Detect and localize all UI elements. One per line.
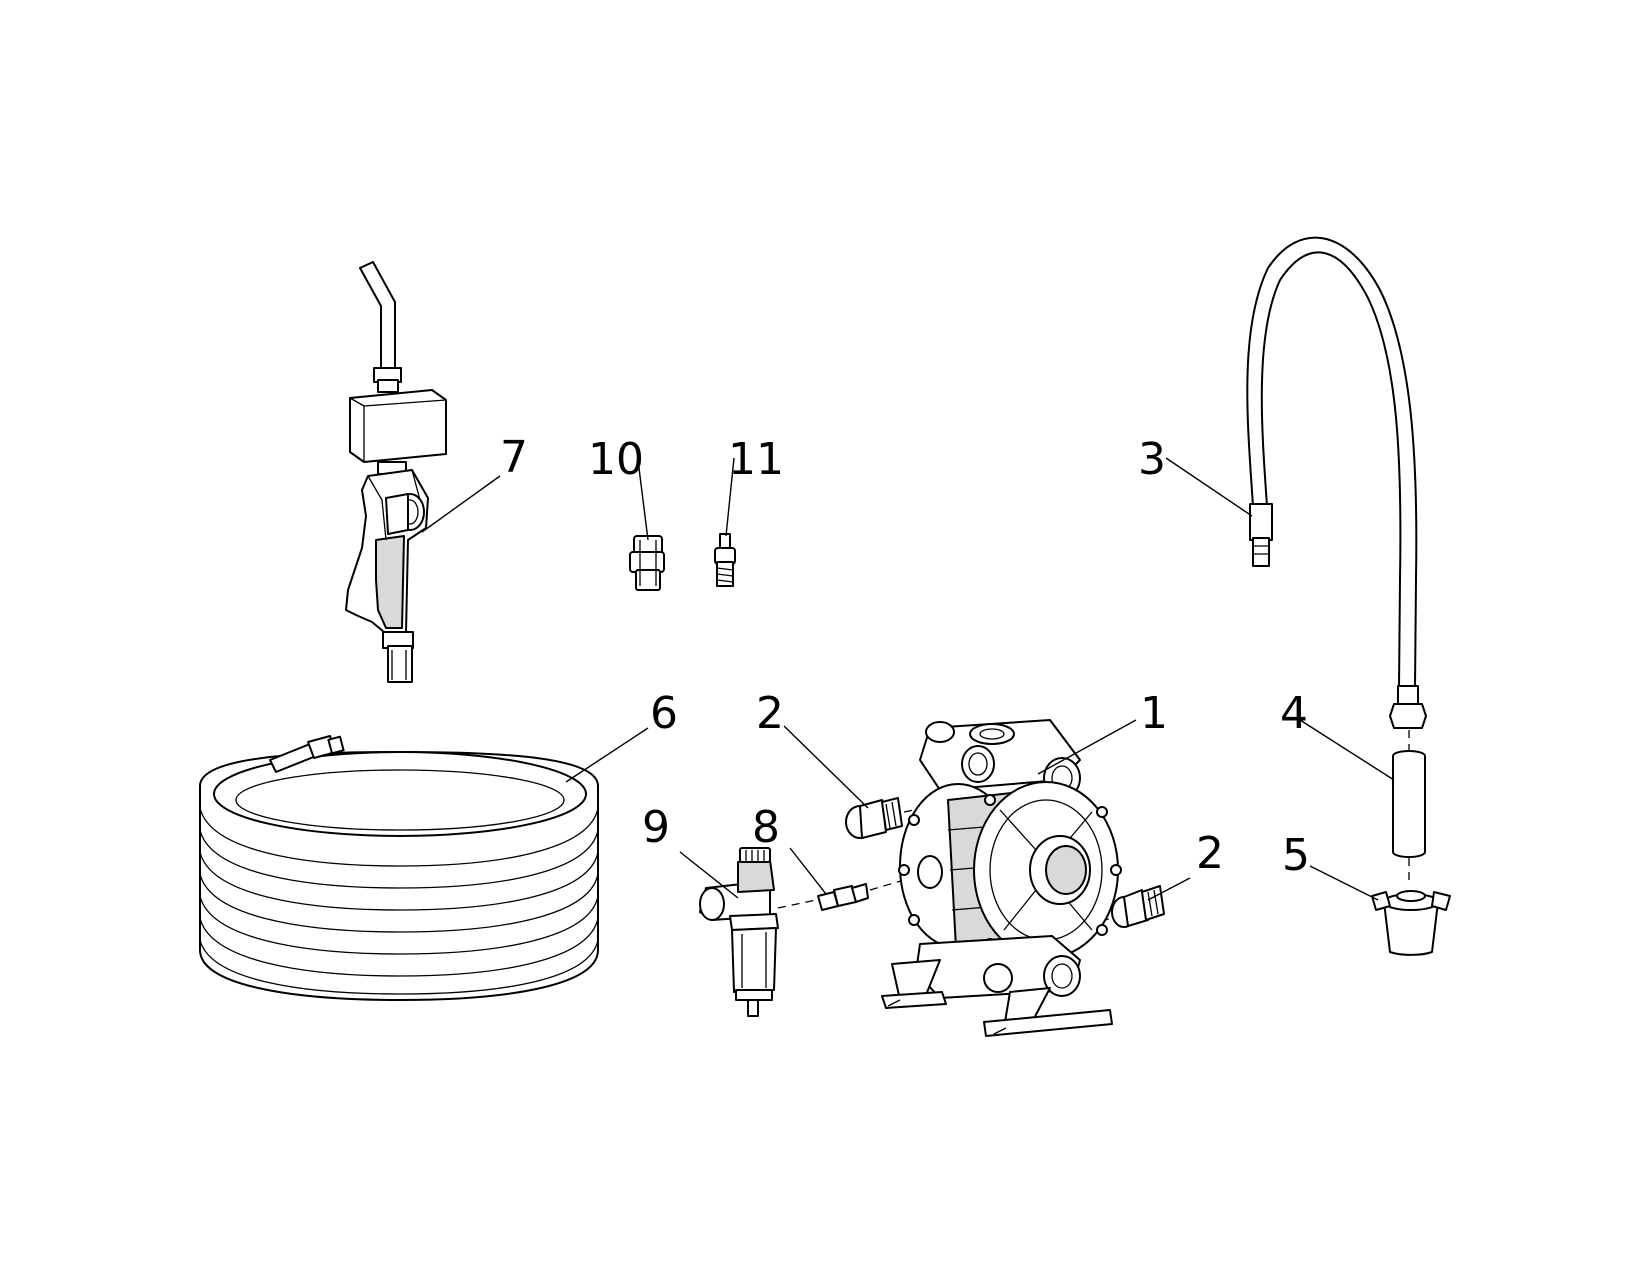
part-suction-tube — [1392, 730, 1426, 884]
leader-2-lower — [1147, 877, 1191, 901]
callout-2-lower: 2 — [1196, 828, 1224, 879]
callout-1: 1 — [1140, 688, 1168, 739]
part-fitting-upper — [845, 797, 961, 839]
part-strainer — [1371, 890, 1451, 956]
leader-1 — [1037, 719, 1137, 775]
leader-9 — [679, 851, 739, 899]
callout-2-upper: 2 — [756, 688, 784, 739]
callout-9: 9 — [642, 802, 670, 853]
callout-8: 8 — [752, 802, 780, 853]
callout-4: 4 — [1280, 688, 1308, 739]
leader-7 — [421, 475, 501, 533]
part-diaphragm-pump — [881, 719, 1122, 1037]
leader-2-upper — [783, 725, 869, 809]
leader-6 — [565, 727, 649, 783]
part-hose-coil — [199, 735, 599, 1001]
callout-6: 6 — [650, 688, 678, 739]
callout-11: 11 — [728, 434, 784, 485]
part-discharge-hose — [1246, 236, 1427, 729]
leader-5 — [1309, 865, 1379, 901]
leader-lines — [421, 457, 1395, 901]
part-nozzle — [345, 261, 447, 683]
part-nipple — [777, 879, 905, 911]
callout-7: 7 — [500, 432, 528, 483]
leader-10 — [637, 459, 649, 541]
part-plug — [714, 533, 736, 587]
callout-5: 5 — [1282, 830, 1310, 881]
leader-8 — [789, 847, 827, 895]
callout-3: 3 — [1138, 434, 1166, 485]
part-quick-coupler — [629, 535, 665, 591]
callout-10: 10 — [588, 434, 644, 485]
leader-4 — [1299, 719, 1395, 781]
part-filter-regulator — [699, 847, 779, 1017]
callout-labels: 1 2 2 3 4 5 6 7 8 9 10 11 — [500, 432, 1310, 881]
leader-3 — [1165, 457, 1253, 517]
leader-11 — [725, 457, 735, 537]
